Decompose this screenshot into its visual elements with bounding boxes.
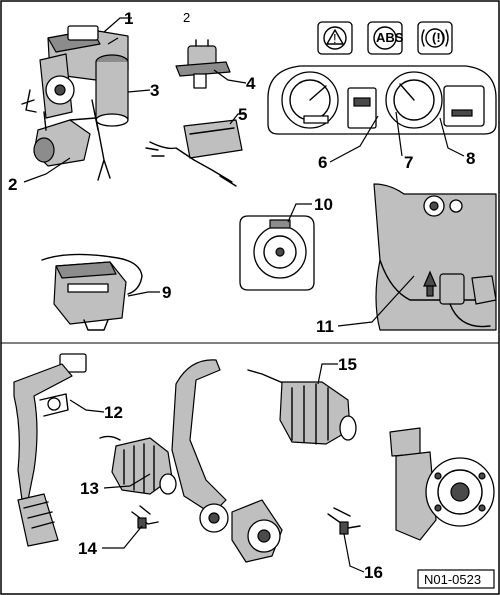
warning-lamp-triangle: ! (317, 21, 353, 55)
callout-7: 7 (404, 153, 413, 172)
svg-text:ABS: ABS (376, 30, 404, 45)
callout-3: 3 (150, 81, 159, 100)
callout-16: 16 (364, 563, 383, 582)
front-axle-assembly-13 (99, 359, 283, 563)
callout-6: 6 (318, 153, 327, 172)
brake-pedal-assembly-12 (13, 353, 87, 547)
callout-9: 9 (162, 283, 171, 302)
callout-1: 1 (124, 9, 133, 28)
callout-5: 5 (238, 105, 247, 124)
callout-12: 12 (104, 403, 123, 422)
warning-lamp-abs: ABS (367, 21, 404, 55)
leader-lines (23, 17, 465, 573)
callout-15: 15 (338, 355, 357, 374)
reference-code-box: N01-0523 (417, 569, 495, 589)
sensor-component-4 (175, 39, 231, 89)
reference-code: N01-0523 (424, 572, 481, 587)
callout-10: 10 (314, 195, 333, 214)
brake-booster-sensor-9 (41, 253, 143, 331)
top-marker: 2 (183, 10, 190, 25)
warning-lamp-brake: (!) (417, 21, 453, 55)
svg-text:(!): (!) (432, 30, 445, 45)
callout-11: 11 (316, 317, 334, 336)
drive-shaft-assembly-15 (247, 369, 495, 541)
callout-2: 2 (8, 175, 17, 194)
svg-text:!: ! (333, 31, 337, 46)
callout-14: 14 (78, 539, 97, 558)
instrument-cluster (267, 65, 497, 135)
control-module-5 (145, 119, 243, 187)
callout-13: 13 (80, 479, 99, 498)
callout-8: 8 (466, 149, 475, 168)
abs-hydraulic-unit (21, 25, 129, 181)
clock-spring-10 (239, 215, 315, 291)
callout-labels: 1 2 3 4 5 6 7 8 9 10 11 12 13 14 15 16 (8, 9, 475, 582)
steering-column-switch-11 (373, 183, 497, 331)
callout-4: 4 (246, 74, 256, 93)
